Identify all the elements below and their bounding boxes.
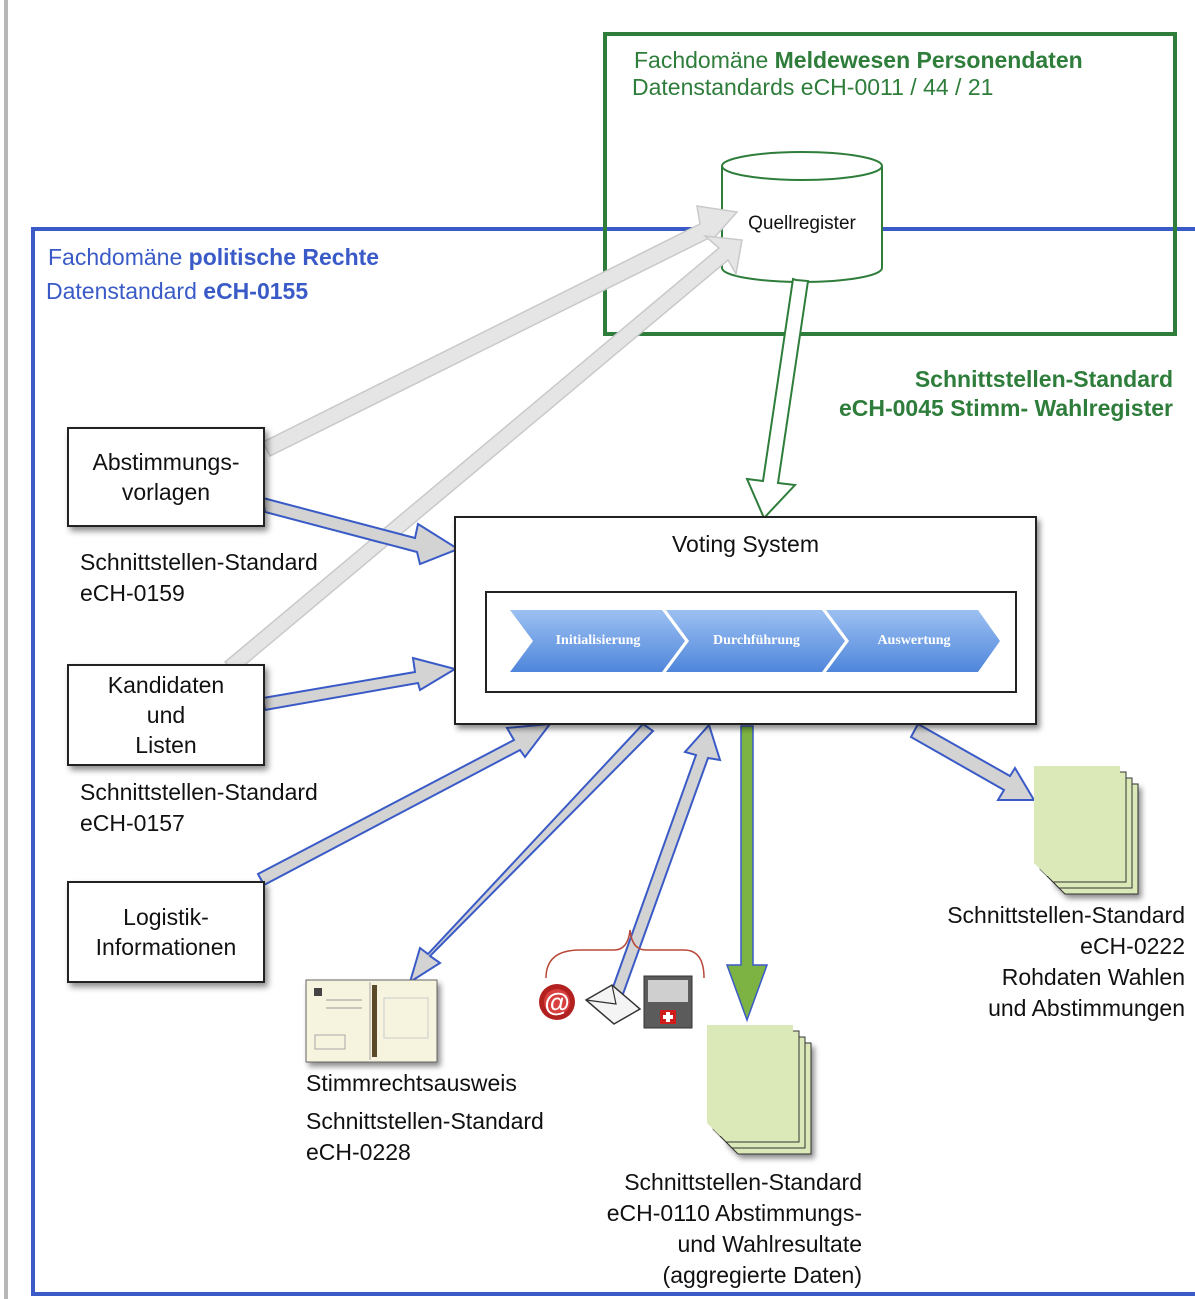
arrow-voting-rohdaten <box>909 722 1036 801</box>
standard-0110-line2: eCH-0110 Abstimmungs- <box>606 1200 862 1226</box>
standard-0222-line2: eCH-0222 <box>1080 933 1185 959</box>
standard-0110-line3: und Wahlresultate <box>677 1231 862 1257</box>
abstimmungsvorlagen-line2: vorlagen <box>121 479 211 505</box>
standard-0228-line1: Stimmrechtsausweis <box>306 1070 517 1096</box>
logistik-informationen-box: Logistik- Informationen <box>67 881 265 983</box>
political-domain-name: politische Rechte <box>188 244 380 270</box>
standard-0110-line4: (aggregierte Daten) <box>662 1262 862 1288</box>
arrow-channels-voting <box>610 723 722 996</box>
political-rights-domain-frame <box>31 227 1195 1296</box>
arrow-kandidaten-voting <box>261 656 458 712</box>
chevron-auswertung <box>826 610 1000 672</box>
standard-0159-line1: Schnittstellen-Standard <box>80 549 318 575</box>
quellregister-cylinder <box>721 151 883 283</box>
resultate-document-stack <box>707 1025 812 1155</box>
grey-arrow-kandidaten-quellregister <box>223 234 743 675</box>
registration-domain-title: Fachdomäne Meldewesen Personendaten <box>634 45 1083 76</box>
standard-0228-line2: Schnittstellen-Standard <box>306 1108 544 1134</box>
standard-0045-line2: eCH-0045 Stimm- Wahlregister <box>838 395 1173 421</box>
svg-text:@: @ <box>544 987 569 1017</box>
kandidaten-line2: und <box>146 702 186 728</box>
chevron-initialisierung <box>510 610 685 672</box>
standard-0222-line4: und Abstimmungen <box>988 995 1185 1021</box>
registration-domain-name: Meldewesen Personendaten <box>774 47 1083 73</box>
arrow-logistik-voting <box>256 722 553 887</box>
standard-0157-line2: eCH-0157 <box>80 810 185 836</box>
left-margin-bar <box>4 0 8 1299</box>
rohdaten-document-stack <box>1034 766 1139 895</box>
registration-domain-frame <box>603 32 1177 336</box>
political-domain-title: Fachdomäne politische Rechte <box>48 242 379 273</box>
arrow-voting-results <box>725 725 769 1023</box>
step-durchfuehrung-label: Durchführung <box>713 633 800 648</box>
political-domain-prefix: Fachdomäne <box>48 244 183 270</box>
voting-system-title: Voting System <box>671 531 820 557</box>
envelope-icon <box>584 984 642 1025</box>
arrow-voting-stimmrechtsausweis <box>408 722 655 985</box>
step-initialisierung-label: Initialisierung <box>555 633 641 648</box>
standard-0157-line1: Schnittstellen-Standard <box>80 779 318 805</box>
political-standard-id: eCH-0155 <box>203 278 309 304</box>
ballot-box-icon <box>643 975 693 1029</box>
registration-domain-prefix: Fachdomäne <box>634 47 769 73</box>
standard-0045-line1: Schnittstellen-Standard <box>914 366 1173 392</box>
chevron-durchfuehrung <box>666 610 845 672</box>
logistik-line1: Logistik- <box>123 904 209 930</box>
channels-brace <box>545 929 705 979</box>
kandidaten-listen-box: Kandidaten und Listen <box>67 664 265 766</box>
logistik-line2: Informationen <box>95 934 237 960</box>
email-at-icon: @ <box>539 984 575 1020</box>
standard-0159-line2: eCH-0159 <box>80 580 185 606</box>
political-standard-prefix: Datenstandard <box>46 278 197 304</box>
abstimmungsvorlagen-line1: Abstimmungs- <box>92 449 240 475</box>
stimmrechtsausweis-card <box>305 979 438 1063</box>
step-auswertung-label: Auswertung <box>877 633 951 648</box>
kandidaten-line3: Listen <box>135 732 197 758</box>
kandidaten-line1: Kandidaten <box>107 672 225 698</box>
political-data-standard: Datenstandard eCH-0155 <box>46 276 308 307</box>
standard-0110-line1: Schnittstellen-Standard <box>624 1169 862 1195</box>
arrow-abstimmung-voting <box>261 496 461 566</box>
standard-0228-line3: eCH-0228 <box>306 1139 411 1165</box>
abstimmungsvorlagen-box: Abstimmungs- vorlagen <box>67 427 265 527</box>
quellregister-label: Quellregister <box>748 213 856 234</box>
green-arrow-register-voting <box>745 277 810 520</box>
registration-data-standards: Datenstandards eCH-0011 / 44 / 21 <box>632 74 994 100</box>
standard-0222-line1: Schnittstellen-Standard <box>947 902 1185 928</box>
grey-arrow-abstimmung-quellregister <box>261 205 739 458</box>
standard-0222-line3: Rohdaten Wahlen <box>1001 964 1185 990</box>
